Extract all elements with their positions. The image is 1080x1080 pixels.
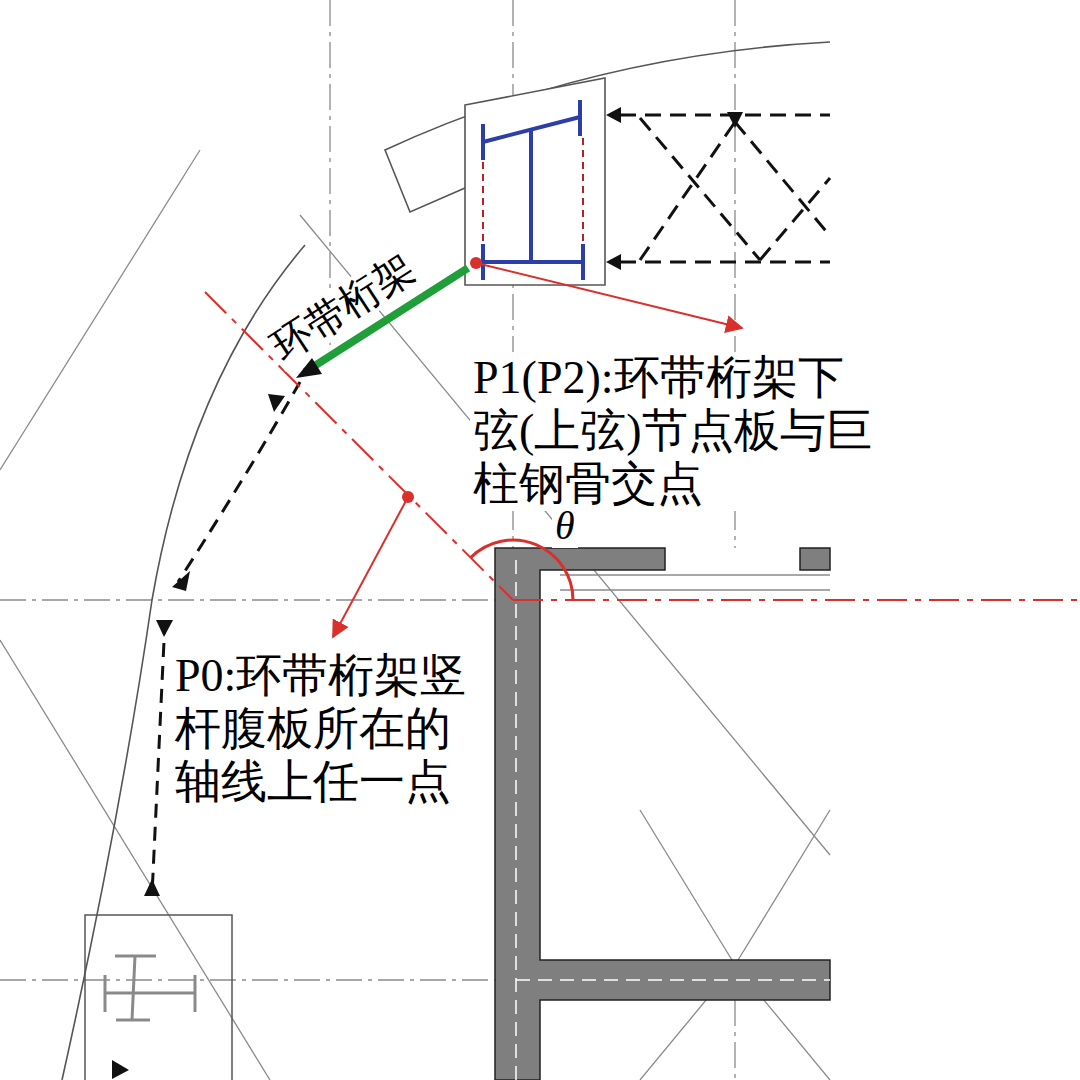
drawing-stroke <box>172 571 190 591</box>
drawing-stroke <box>105 956 195 1020</box>
drawing-stroke <box>194 975 197 1012</box>
drawing-stroke <box>606 254 621 270</box>
drawing-stroke <box>144 879 160 896</box>
drawing-stroke <box>104 975 107 1012</box>
drawing-stroke <box>581 244 585 280</box>
drawing-stroke <box>178 382 300 582</box>
drawing-stroke <box>513 599 1080 601</box>
drawing-stroke <box>156 620 173 637</box>
drawing-stroke <box>735 122 830 236</box>
truss-path <box>144 382 300 896</box>
drawing-stroke <box>734 1000 735 1080</box>
drawing-stroke <box>582 138 584 242</box>
drawing-stroke <box>0 599 495 600</box>
drawing-stroke <box>333 497 408 637</box>
drawing-stroke <box>515 560 517 1080</box>
drawing-stroke <box>516 979 830 981</box>
drawing-stroke <box>483 100 583 280</box>
column-symbol <box>85 915 232 1080</box>
callout-note: P1(P2):环带桁架下弦(上弦)节点板与巨柱钢骨交点 <box>470 352 876 511</box>
drawing-stroke <box>481 124 485 160</box>
slab-outline <box>62 42 830 1080</box>
axis-lines <box>0 0 830 1080</box>
drawing-stroke <box>85 915 232 1080</box>
drawing-stroke <box>640 810 735 965</box>
drawing-stroke <box>529 130 533 262</box>
drawing-stroke <box>483 138 583 242</box>
drawing-stroke <box>640 118 760 260</box>
drawing-stroke <box>476 263 742 328</box>
drawing-stroke <box>205 292 513 600</box>
core-wall <box>495 548 830 1080</box>
drawing-stroke <box>112 1060 129 1079</box>
drawing-stroke <box>560 574 830 575</box>
drawing-stroke <box>640 122 735 260</box>
drawing-stroke <box>495 548 830 1080</box>
drawing-stroke <box>578 100 582 136</box>
truss-members <box>620 115 830 262</box>
drawing-stroke <box>727 112 743 128</box>
drawing-stroke <box>800 548 830 570</box>
drawing-stroke <box>0 979 495 980</box>
drawing-stroke <box>465 78 605 285</box>
drawing-stroke <box>760 178 830 260</box>
drawing-stroke <box>471 540 573 600</box>
drawing-stroke <box>620 261 830 264</box>
drawing-stroke <box>132 956 135 1020</box>
drawing-stroke <box>735 810 830 965</box>
drawing-stroke <box>482 162 484 242</box>
drawing-stroke <box>268 394 285 412</box>
angle-symbol: θ <box>552 504 578 548</box>
callout-note: P0:环带桁架竖杆腹板所在的轴线上任一点 <box>172 650 478 809</box>
drawing-stroke <box>105 992 195 995</box>
drawing-stroke <box>620 114 830 117</box>
drawing-stroke <box>560 589 830 590</box>
mega-column <box>465 78 605 285</box>
drawing-stroke <box>606 107 621 123</box>
drawing-stroke <box>152 620 165 895</box>
drawing-stroke <box>385 42 830 212</box>
drawing-stroke <box>0 150 200 470</box>
truss-arrows <box>606 107 743 270</box>
member-label: 环带桁架 <box>261 244 424 371</box>
